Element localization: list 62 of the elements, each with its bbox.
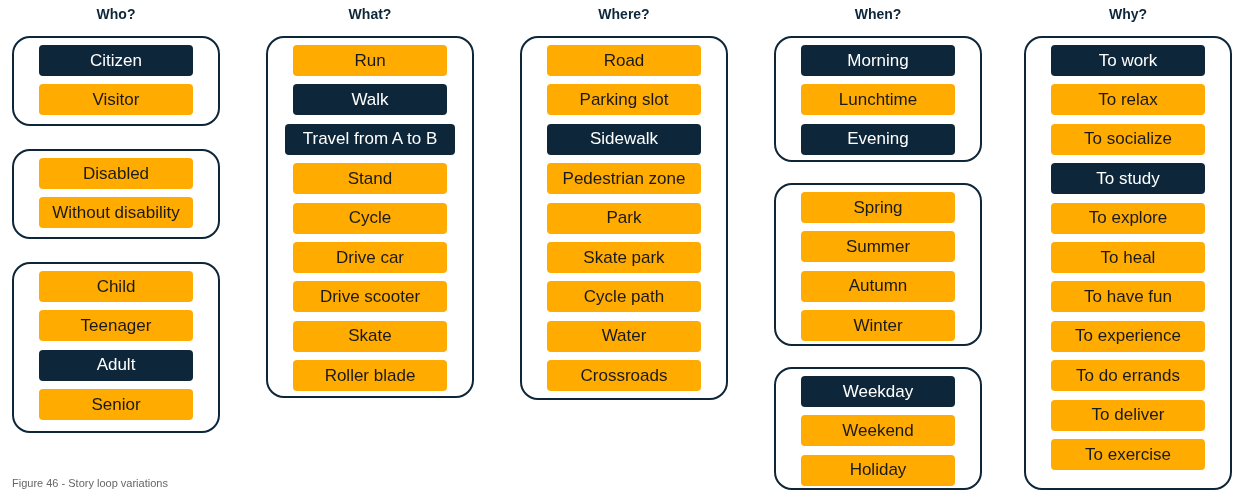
option-chip: Spring bbox=[801, 192, 955, 223]
option-chip: Skate park bbox=[547, 242, 701, 273]
option-chip: Lunchtime bbox=[801, 84, 955, 116]
option-chip: Walk bbox=[293, 84, 447, 116]
option-chip: Without disability bbox=[39, 197, 193, 229]
column-heading: What? bbox=[347, 6, 393, 22]
option-chip: Drive scooter bbox=[293, 281, 447, 313]
option-chip: Park bbox=[547, 202, 701, 234]
group-frame bbox=[520, 36, 728, 400]
option-chip: Crossroads bbox=[547, 360, 701, 392]
option-chip: Winter bbox=[801, 310, 955, 342]
option-chip: Road bbox=[547, 45, 701, 76]
option-chip: Autumn bbox=[801, 270, 955, 302]
column-heading: When? bbox=[853, 6, 903, 22]
option-chip: Teenager bbox=[39, 310, 193, 342]
option-chip: Parking slot bbox=[547, 84, 701, 116]
option-chip: To relax bbox=[1051, 84, 1205, 116]
group-frame bbox=[12, 36, 220, 126]
option-chip: Summer bbox=[801, 231, 955, 263]
option-chip: To experience bbox=[1051, 320, 1205, 352]
option-chip: Child bbox=[39, 271, 193, 302]
option-chip: Holiday bbox=[801, 454, 955, 486]
option-chip: To socialize bbox=[1051, 123, 1205, 155]
column-heading: Who? bbox=[95, 6, 137, 22]
option-chip: Cycle path bbox=[547, 281, 701, 313]
option-chip: To work bbox=[1051, 45, 1205, 76]
figure-caption: Figure 46 - Story loop variations bbox=[12, 477, 168, 489]
option-chip: Citizen bbox=[39, 45, 193, 76]
column-heading: Why? bbox=[1107, 6, 1149, 22]
option-chip: Travel from A to B bbox=[285, 123, 455, 155]
option-chip: To explore bbox=[1051, 202, 1205, 234]
option-chip: To have fun bbox=[1051, 281, 1205, 313]
group-frame bbox=[266, 36, 474, 398]
option-chip: Visitor bbox=[39, 84, 193, 116]
option-chip: To do errands bbox=[1051, 360, 1205, 392]
option-chip: To exercise bbox=[1051, 439, 1205, 470]
group-frame bbox=[774, 367, 982, 490]
option-chip: Adult bbox=[39, 349, 193, 381]
option-chip: Skate bbox=[293, 320, 447, 352]
group-frame bbox=[12, 149, 220, 239]
column-heading: Where? bbox=[597, 6, 651, 22]
option-chip: To heal bbox=[1051, 242, 1205, 273]
option-chip: Run bbox=[293, 45, 447, 76]
option-chip: Roller blade bbox=[293, 360, 447, 392]
group-frame bbox=[12, 262, 220, 433]
option-chip: Morning bbox=[801, 45, 955, 76]
option-chip: Evening bbox=[801, 123, 955, 155]
option-chip: Weekend bbox=[801, 415, 955, 447]
option-chip: Sidewalk bbox=[547, 123, 701, 155]
group-frame bbox=[774, 36, 982, 162]
option-chip: Senior bbox=[39, 389, 193, 421]
option-chip: Water bbox=[547, 320, 701, 352]
option-chip: Stand bbox=[293, 163, 447, 195]
option-chip: Disabled bbox=[39, 158, 193, 189]
option-chip: To deliver bbox=[1051, 399, 1205, 431]
option-chip: Cycle bbox=[293, 202, 447, 234]
group-frame bbox=[1024, 36, 1232, 490]
group-frame bbox=[774, 183, 982, 346]
option-chip: Drive car bbox=[293, 242, 447, 273]
option-chip: Pedestrian zone bbox=[547, 163, 701, 195]
option-chip: To study bbox=[1051, 163, 1205, 195]
option-chip: Weekday bbox=[801, 376, 955, 407]
